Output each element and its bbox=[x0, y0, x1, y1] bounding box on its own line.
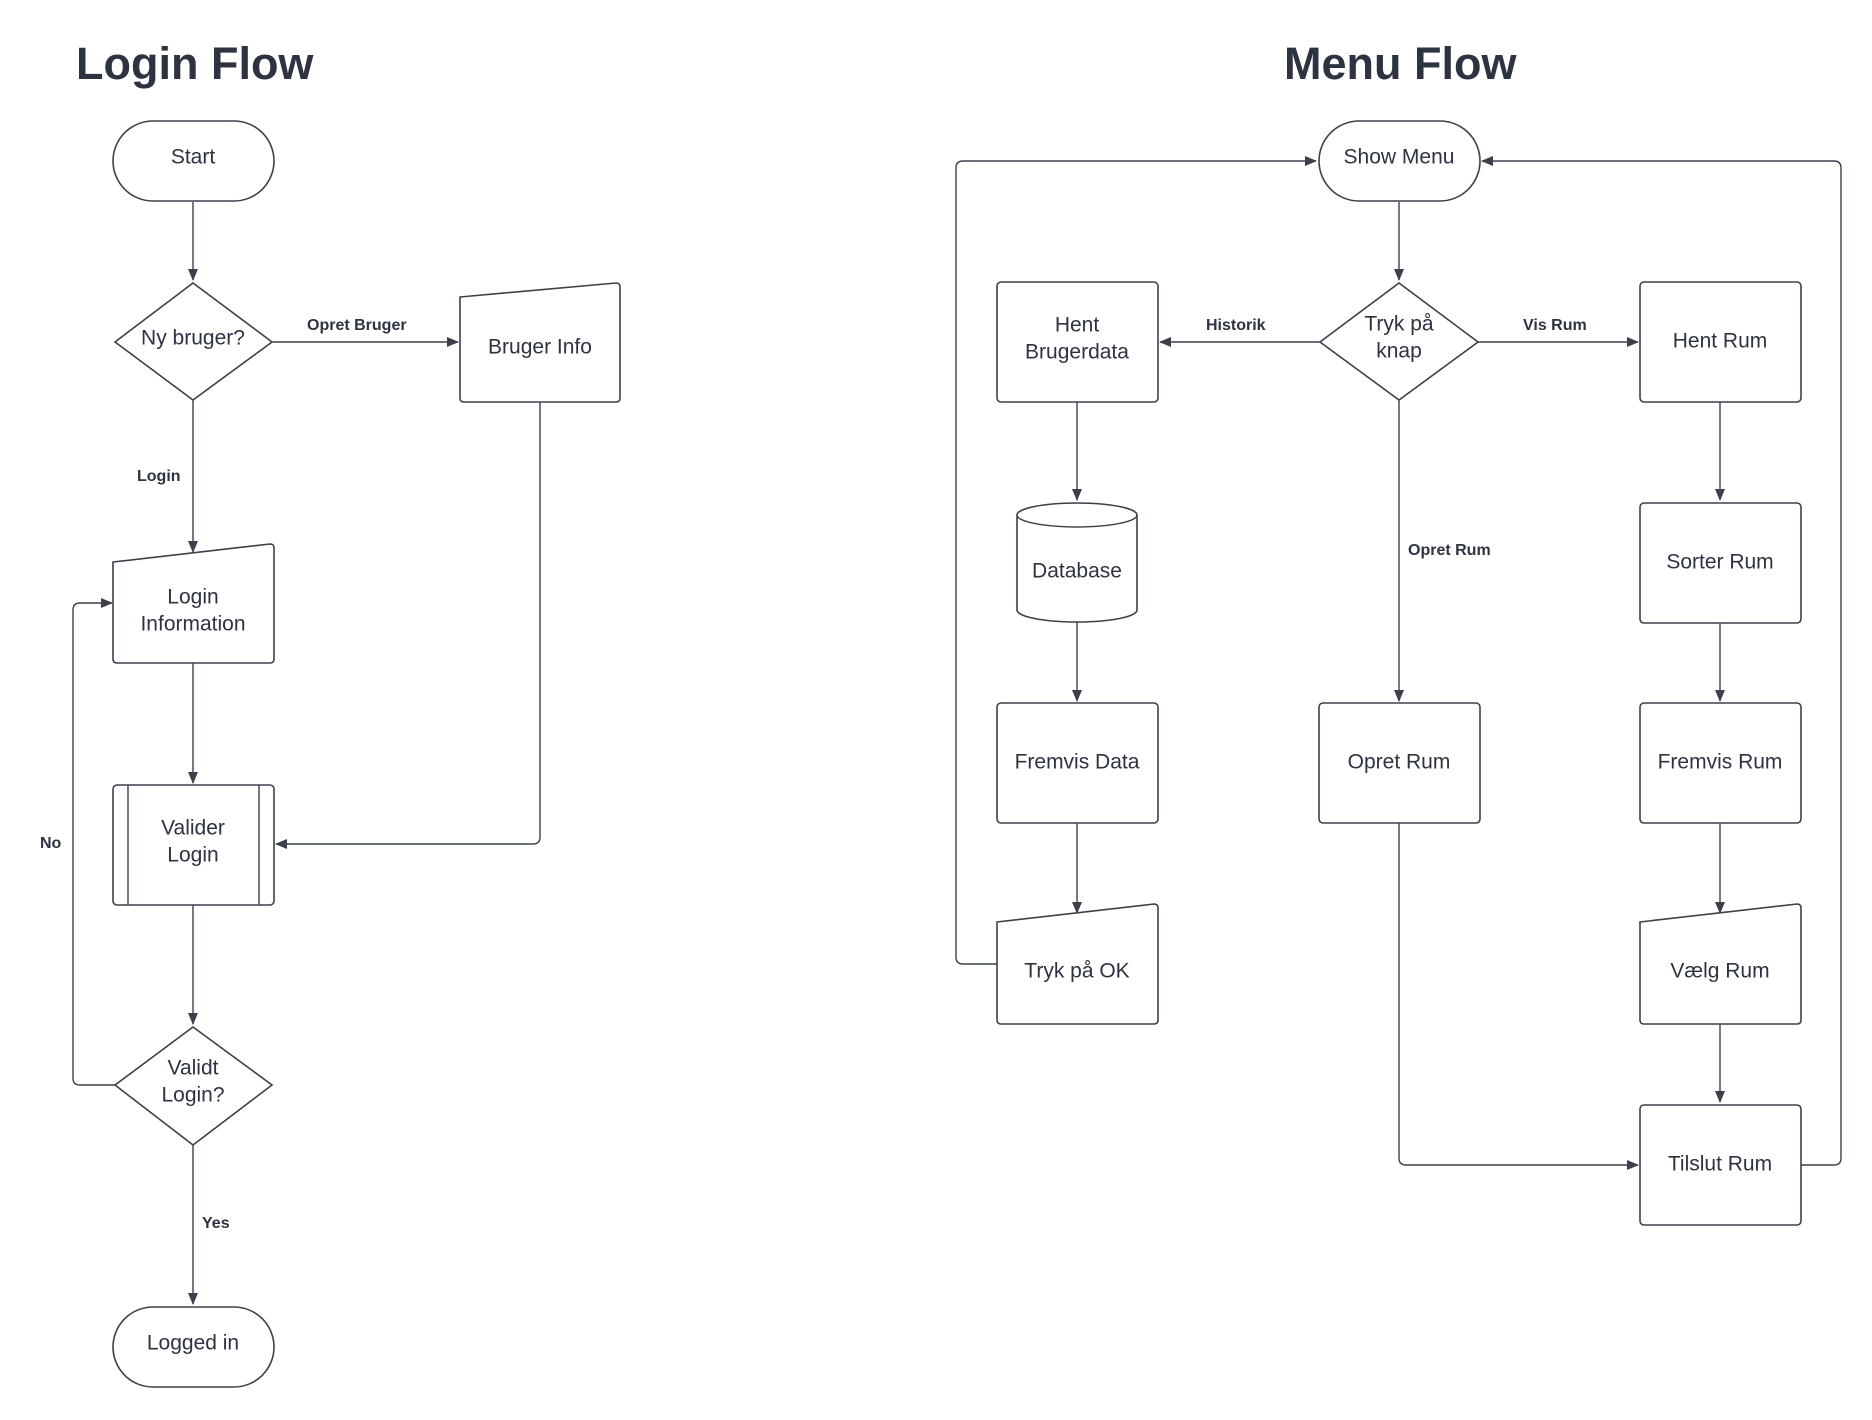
process-shape bbox=[1639, 502, 1802, 624]
decision-shape bbox=[113, 1026, 274, 1147]
process-shape bbox=[996, 702, 1159, 824]
decision-shape bbox=[1318, 282, 1480, 401]
login-flow-edges bbox=[72, 202, 541, 1305]
edge-label-yes: Yes bbox=[202, 1215, 230, 1232]
node-fremvis-data[interactable]: Fremvis Data bbox=[996, 702, 1159, 824]
process-shape bbox=[1639, 702, 1802, 824]
node-hent-brugerdata[interactable]: Hent Brugerdata bbox=[996, 281, 1159, 403]
edge-label-opret-bruger: Opret Bruger bbox=[307, 317, 407, 334]
node-show-menu[interactable]: Show Menu bbox=[1318, 120, 1481, 202]
manual-input-shape bbox=[112, 543, 275, 664]
node-hent-brugerdata-line-1: Hent bbox=[1055, 314, 1100, 337]
node-opret-rum-label: Opret Rum bbox=[1348, 751, 1451, 774]
node-fremvis-rum-label: Fremvis Rum bbox=[1658, 751, 1783, 774]
node-hent-rum-label: Hent Rum bbox=[1673, 330, 1768, 353]
node-login-information-line-1: Login bbox=[167, 586, 218, 609]
node-database-label: Database bbox=[1032, 560, 1122, 583]
node-tilslut-rum-label: Tilslut Rum bbox=[1668, 1153, 1772, 1176]
process-shape bbox=[1639, 281, 1802, 403]
edge-label-historik: Historik bbox=[1206, 317, 1266, 334]
decision-shape bbox=[113, 281, 274, 401]
node-login-information-line-2: Information bbox=[140, 613, 245, 636]
process-shape bbox=[1318, 702, 1481, 824]
node-fremvis-rum[interactable]: Fremvis Rum bbox=[1639, 702, 1802, 824]
manual-input-shape bbox=[996, 903, 1159, 1025]
manual-input-shape bbox=[1639, 903, 1802, 1025]
node-ny-bruger-label: Ny bruger? bbox=[141, 327, 245, 350]
node-show-menu-label: Show Menu bbox=[1344, 146, 1455, 169]
process-shape bbox=[996, 281, 1159, 403]
edge-validt-login-no-to-login-information bbox=[72, 598, 116, 1086]
terminator-shape bbox=[112, 1306, 275, 1388]
node-bruger-info[interactable]: Bruger Info bbox=[459, 282, 621, 403]
edge-opret-rum-to-tilslut-rum bbox=[1398, 823, 1639, 1170]
login-flow-title: Login Flow bbox=[76, 38, 314, 89]
edge-label-no: No bbox=[40, 835, 62, 852]
node-vaelg-rum-label: Vælg Rum bbox=[1670, 960, 1769, 983]
edge-label-opret-rum: Opret Rum bbox=[1408, 542, 1491, 559]
node-validt-login-line-2: Login? bbox=[161, 1084, 224, 1107]
menu-flow-title: Menu Flow bbox=[1284, 38, 1517, 89]
database-cylinder-top-rim bbox=[1016, 514, 1138, 528]
terminator-shape bbox=[1318, 120, 1481, 202]
edge-tryk-paa-ok-to-show-menu bbox=[955, 156, 1317, 965]
node-opret-rum[interactable]: Opret Rum bbox=[1318, 702, 1481, 824]
database-cylinder-shape bbox=[1016, 502, 1138, 623]
node-valider-login-line-1: Valider bbox=[161, 817, 225, 840]
node-fremvis-data-label: Fremvis Data bbox=[1015, 751, 1140, 774]
node-tryk-paa-knap[interactable]: Tryk på knap bbox=[1318, 282, 1480, 401]
node-validt-login-line-1: Validt bbox=[168, 1057, 219, 1080]
node-logged-in-label: Logged in bbox=[147, 1332, 239, 1355]
node-tryk-paa-ok-label: Tryk på OK bbox=[1024, 960, 1129, 983]
node-hent-rum[interactable]: Hent Rum bbox=[1639, 281, 1802, 403]
process-shape bbox=[1639, 1104, 1802, 1226]
edge-label-login: Login bbox=[137, 468, 181, 485]
node-tryk-paa-knap-line-2: knap bbox=[1376, 340, 1422, 363]
node-valider-login-line-2: Login bbox=[167, 844, 218, 867]
manual-input-shape bbox=[459, 282, 621, 403]
node-database[interactable]: Database bbox=[1016, 502, 1138, 623]
predefined-process-shape bbox=[112, 784, 275, 906]
edge-label-vis-rum: Vis Rum bbox=[1523, 317, 1587, 334]
node-ny-bruger[interactable]: Ny bruger? bbox=[113, 281, 274, 401]
node-validt-login[interactable]: Validt Login? bbox=[113, 1026, 274, 1147]
node-sorter-rum[interactable]: Sorter Rum bbox=[1639, 502, 1802, 624]
node-tryk-paa-ok[interactable]: Tryk på OK bbox=[996, 903, 1159, 1025]
node-bruger-info-label: Bruger Info bbox=[488, 336, 592, 359]
node-valider-login[interactable]: Valider Login bbox=[112, 784, 275, 906]
node-login-information[interactable]: Login Information bbox=[112, 543, 275, 664]
terminator-shape bbox=[112, 120, 275, 202]
node-start[interactable]: Start bbox=[112, 120, 275, 202]
node-tryk-paa-knap-line-1: Tryk på bbox=[1364, 313, 1434, 336]
node-logged-in[interactable]: Logged in bbox=[112, 1306, 275, 1388]
node-start-label: Start bbox=[171, 146, 216, 169]
edge-tilslut-rum-to-show-menu bbox=[1481, 156, 1842, 1166]
node-vaelg-rum[interactable]: Vælg Rum bbox=[1639, 903, 1802, 1025]
node-hent-brugerdata-line-2: Brugerdata bbox=[1025, 341, 1129, 364]
edge-bruger-info-to-valider-login bbox=[275, 402, 541, 849]
node-tilslut-rum[interactable]: Tilslut Rum bbox=[1639, 1104, 1802, 1226]
menu-flow-edges bbox=[955, 156, 1842, 1170]
node-sorter-rum-label: Sorter Rum bbox=[1666, 551, 1773, 574]
